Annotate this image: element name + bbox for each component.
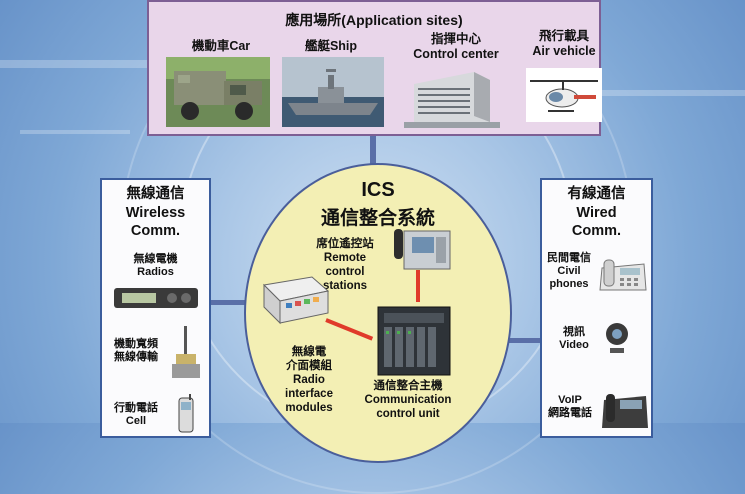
radio-interface-modules-image <box>260 275 330 325</box>
remote-control-label-en1: Remote <box>323 252 367 264</box>
cell-label-en: Cell <box>125 415 147 427</box>
air-vehicle-label-zh: 飛行載具 <box>538 29 589 43</box>
ics-title-zh: 通信整合系統 <box>320 208 435 229</box>
radios-label-en: Radios <box>137 266 174 278</box>
ccu-label-en1: Communication <box>364 394 452 406</box>
connector-right <box>500 338 540 343</box>
remote-station-image <box>394 225 452 275</box>
voip-label-en: VoIP <box>558 394 582 406</box>
remote-control-label-zh: 席位遙控站 <box>316 238 374 250</box>
civil-phones-label: 民間電信 Civil phones <box>542 252 596 291</box>
radio-interface-label-en3: modules <box>285 402 333 414</box>
ccu-label-en2: control unit <box>376 408 440 420</box>
control-center-label-en: Control center <box>413 47 499 61</box>
air-vehicle-image <box>526 68 602 122</box>
ics-system-ellipse: ICS 通信整合系統 席位遙控站 Remote control stations <box>244 163 512 463</box>
video-label-en: Video <box>559 339 589 351</box>
control-center-image <box>404 66 500 128</box>
video-label-zh: 視訊 <box>563 326 585 338</box>
cell-label: 行動電話 Cell <box>108 402 164 428</box>
wireless-title-zh: 無線通信 <box>126 186 185 202</box>
background-stripe <box>20 130 130 134</box>
link-remote-to-ccu <box>416 270 420 302</box>
broadband-label: 機動寬頻 無線傳輸 <box>108 338 164 364</box>
video-label: 視訊 Video <box>548 326 600 352</box>
cell-phone-image <box>176 394 196 434</box>
radio-interface-label: 無線電 介面模組 Radio interface modules <box>264 345 354 415</box>
radio-interface-label-zh1: 無線電 <box>291 346 327 358</box>
wireless-panel: 無線通信 Wireless Comm. 無線電機 Radios 機動寬頻 無線傳… <box>100 178 211 438</box>
application-sites-title: 應用場所(Application sites) <box>285 12 463 28</box>
background-stripe <box>601 90 745 96</box>
wired-title-zh: 有線通信 <box>567 186 626 202</box>
site-label-car: 機動車Car <box>191 39 251 53</box>
desk-phone-image <box>598 254 648 294</box>
voip-label-zh: 網路電話 <box>548 407 592 419</box>
control-center-label-zh: 指揮中心 <box>430 32 481 46</box>
site-label-control-center: 指揮中心 Control center <box>401 32 511 62</box>
radio-device-image <box>112 284 200 312</box>
wireless-title-en2: Comm. <box>130 223 181 239</box>
ccu-label-zh: 通信整合主機 <box>373 380 443 392</box>
car-image <box>166 57 270 127</box>
wireless-title-en1: Wireless <box>125 205 186 221</box>
voip-phone-image <box>600 390 650 430</box>
background-stripe <box>0 60 147 68</box>
broadband-device-image <box>166 324 206 382</box>
air-vehicle-label-en: Air vehicle <box>532 44 596 58</box>
civil-phones-label-en1: Civil <box>557 265 581 277</box>
radios-label: 無線電機 Radios <box>102 253 209 279</box>
civil-phones-label-en2: phones <box>549 278 589 290</box>
cell-label-zh: 行動電話 <box>114 402 158 414</box>
webcam-image <box>602 320 632 356</box>
communication-control-unit-label: 通信整合主機 Communication control unit <box>346 379 470 421</box>
broadband-label-zh1: 機動寬頻 <box>114 338 158 350</box>
connector-top <box>370 136 376 166</box>
broadband-label-zh2: 無線傳輸 <box>114 351 158 363</box>
ics-title-en: ICS <box>361 179 395 201</box>
site-label-ship: 艦艇Ship <box>304 39 358 53</box>
application-sites-panel: 應用場所(Application sites) 機動車Car 艦艇Ship 指揮… <box>147 0 602 136</box>
radios-label-zh: 無線電機 <box>133 253 178 265</box>
radio-interface-label-zh2: 介面模組 <box>286 360 332 372</box>
wired-panel: 有線通信 Wired Comm. 民間電信 Civil phones 視訊 Vi… <box>540 178 653 438</box>
site-label-air-vehicle: 飛行載具 Air vehicle <box>514 29 614 59</box>
voip-label: VoIP 網路電話 <box>542 394 598 420</box>
connector-left <box>211 300 257 305</box>
wired-title-en1: Wired <box>576 205 617 221</box>
remote-control-label-en3: stations <box>322 280 368 292</box>
radio-interface-label-en2: interface <box>285 388 333 400</box>
remote-control-label-en2: control <box>325 266 365 278</box>
ship-image <box>282 57 384 127</box>
remote-control-label: 席位遙控站 Remote control stations <box>300 237 390 293</box>
communication-control-unit-image <box>376 305 452 377</box>
civil-phones-label-zh: 民間電信 <box>547 252 591 264</box>
radio-interface-label-en1: Radio <box>293 374 325 386</box>
wired-title-en2: Comm. <box>571 223 622 239</box>
